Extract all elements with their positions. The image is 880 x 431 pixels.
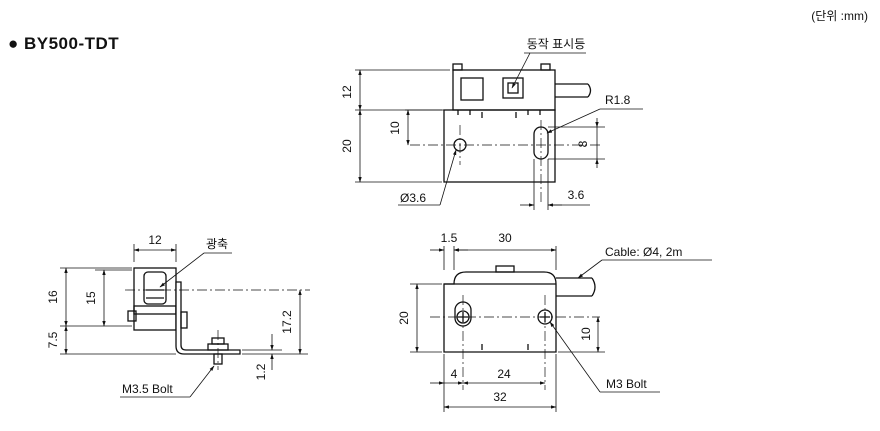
side-lens — [143, 271, 167, 305]
radius-label: R1.8 — [605, 93, 631, 107]
dim-32: 32 — [493, 390, 507, 404]
dim-20-front: 20 — [397, 311, 411, 325]
indicator-led — [502, 77, 524, 99]
dim-10-top: 10 — [388, 121, 402, 135]
cable-label: Cable: Ø4, 2m — [605, 245, 682, 259]
optical-axis-label: 광축 — [206, 237, 228, 251]
dim-15: 15 — [84, 291, 98, 305]
side-sensor-body — [133, 267, 177, 331]
indicator-label: 동작 표시등 — [527, 37, 586, 51]
dim-20-top: 20 — [340, 139, 354, 153]
dim-4: 4 — [451, 367, 458, 381]
dim-24: 24 — [497, 367, 511, 381]
model-title: ● BY500-TDT — [8, 34, 120, 53]
side-view: 12 16 7.5 15 17.2 — [46, 233, 310, 398]
dim-10-front: 10 — [579, 327, 593, 341]
front-view: 1.5 30 20 10 4 24 — [397, 231, 712, 412]
dim-17-2: 17.2 — [280, 310, 294, 334]
unit-note: (단위 :mm) — [811, 9, 868, 23]
lens-window — [460, 77, 484, 101]
dim-1-2: 1.2 — [254, 363, 268, 380]
dim-7-5: 7.5 — [46, 331, 60, 348]
dim-3-6-slot: 3.6 — [568, 188, 585, 202]
sensor-head-outline — [452, 69, 556, 111]
dim-30: 30 — [498, 231, 512, 245]
dim-12-side: 12 — [148, 233, 162, 247]
bracket-body — [443, 109, 556, 183]
front-bolt-label: M3 Bolt — [606, 377, 647, 391]
side-bolt-label: M3.5 Bolt — [122, 382, 173, 396]
dim-8-slot: 8 — [576, 140, 590, 147]
cable-stub — [555, 83, 588, 98]
dim-12-top: 12 — [340, 85, 354, 99]
hole-label: Ø3.6 — [400, 191, 426, 205]
front-cable — [556, 277, 592, 297]
dim-16: 16 — [46, 290, 60, 304]
top-view: 12 20 10 동작 표시등 R1.8 8 3.6 Ø3.6 — [340, 37, 643, 210]
mounting-bracket — [175, 281, 241, 355]
dim-1-5: 1.5 — [441, 231, 458, 245]
